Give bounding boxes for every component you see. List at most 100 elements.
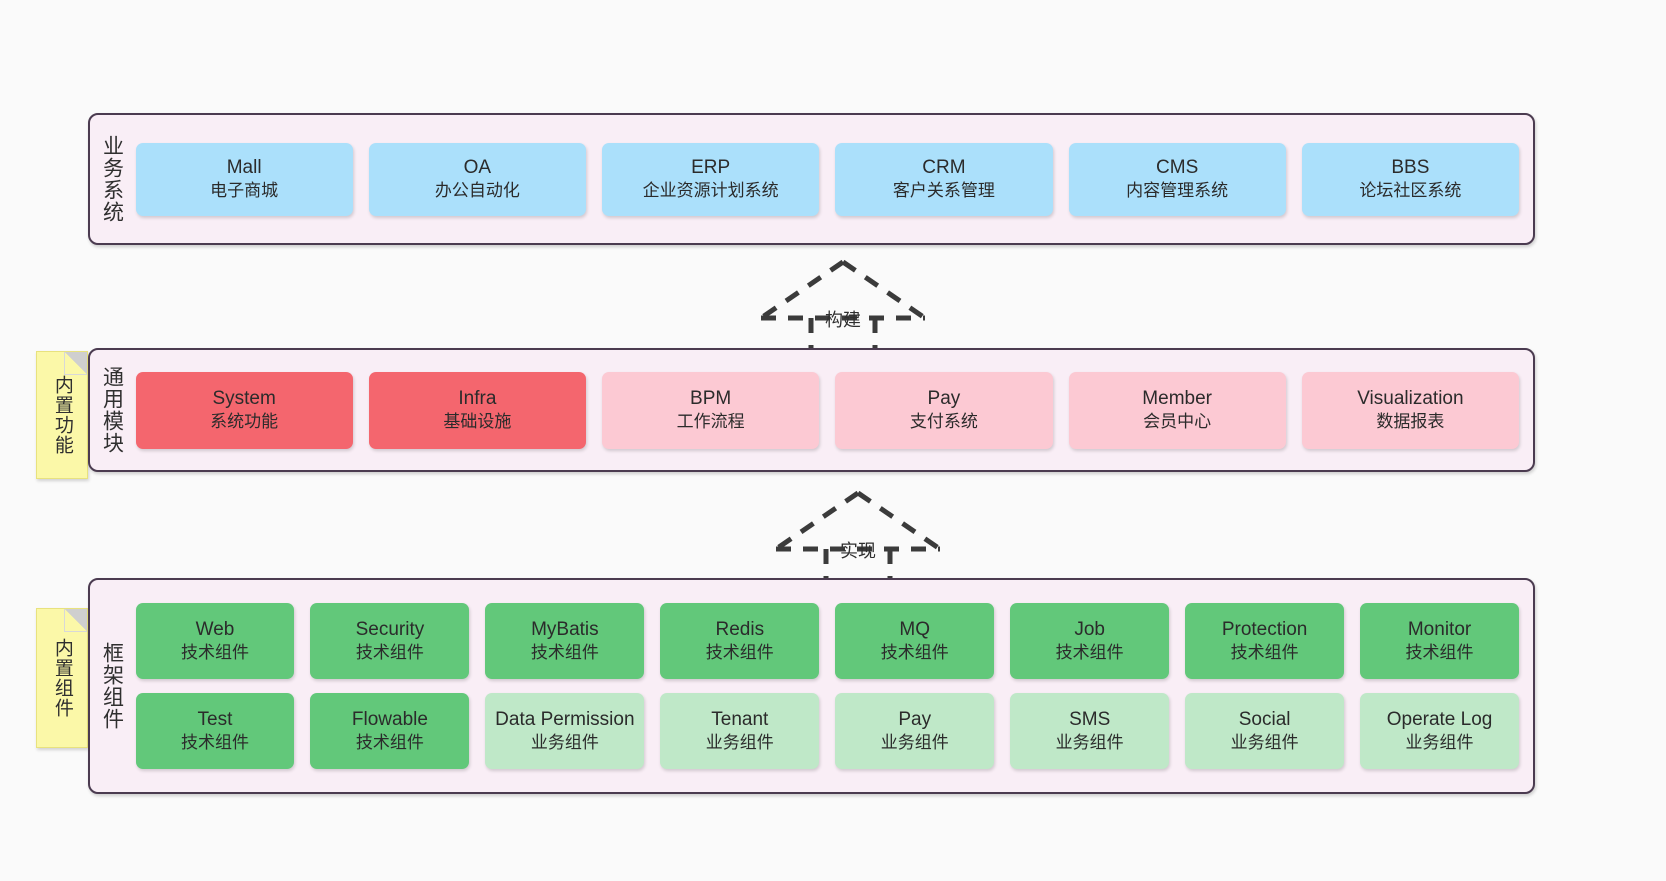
box-bbs[interactable]: BBS 论坛社区系统 <box>1301 142 1520 216</box>
box-row: System 系统功能 Infra 基础设施 BPM 工作流程 Pay 支付系统… <box>135 371 1520 449</box>
layer-title-business: 业务系统 <box>100 135 124 223</box>
box-subtitle: 支付系统 <box>909 412 978 432</box>
box-cms[interactable]: CMS 内容管理系统 <box>1068 142 1286 216</box>
box-title: Infra <box>458 387 497 409</box>
box-subtitle: 技术组件 <box>180 643 249 663</box>
box-pay[interactable]: Pay 支付系统 <box>835 371 1053 449</box>
box-sms[interactable]: SMS 业务组件 <box>1010 693 1170 769</box>
box-title: ERP <box>691 156 731 178</box>
box-title: Test <box>197 708 233 730</box>
note-label: 内置组件 <box>51 638 73 718</box>
box-pay-business[interactable]: Pay 业务组件 <box>835 693 995 769</box>
layer-business-system[interactable]: 业务系统 Mall 电子商城 OA 办公自动化 ERP 企业资源计划系统 CRM… <box>88 113 1535 245</box>
box-subtitle: 技术组件 <box>530 643 599 663</box>
connector-realize-arrow: 实现 <box>768 487 948 588</box>
box-title: Social <box>1238 708 1291 730</box>
box-data-permission[interactable]: Data Permission 业务组件 <box>485 693 645 769</box>
box-title: Tenant <box>711 708 769 730</box>
box-mq[interactable]: MQ 技术组件 <box>835 603 995 679</box>
layer-common-module[interactable]: 通用模块 System 系统功能 Infra 基础设施 BPM 工作流程 Pay… <box>88 348 1535 472</box>
box-subtitle: 数据报表 <box>1376 412 1445 432</box>
box-subtitle: 技术组件 <box>880 643 949 663</box>
box-oa[interactable]: OA 办公自动化 <box>368 142 587 216</box>
box-protection[interactable]: Protection 技术组件 <box>1185 603 1345 679</box>
layer-title-framework: 框架组件 <box>100 642 124 730</box>
connector-label-build: 构建 <box>825 310 861 330</box>
box-title: Security <box>355 618 425 640</box>
box-visualization[interactable]: Visualization 数据报表 <box>1301 371 1520 449</box>
box-subtitle: 基础设施 <box>443 412 512 432</box>
box-row: Test 技术组件 Flowable 技术组件 Data Permission … <box>135 693 1520 769</box>
box-title: MQ <box>899 618 931 640</box>
note-fold-corner-icon <box>64 609 87 632</box>
box-subtitle: 工作流程 <box>676 412 745 432</box>
connector-build-arrow: 构建 <box>753 256 933 357</box>
box-title: Job <box>1074 618 1105 640</box>
box-subtitle: 业务组件 <box>1405 733 1474 753</box>
layer-body-framework: Web 技术组件 Security 技术组件 MyBatis 技术组件 Redi… <box>128 580 1533 792</box>
box-title: Operate Log <box>1386 708 1493 730</box>
box-title: Flowable <box>351 708 428 730</box>
box-subtitle: 技术组件 <box>1230 643 1299 663</box>
box-subtitle: 业务组件 <box>1230 733 1299 753</box>
note-label: 内置功能 <box>51 375 73 455</box>
note-builtin-component[interactable]: 内置组件 <box>36 608 88 748</box>
box-tenant[interactable]: Tenant 业务组件 <box>660 693 820 769</box>
layer-title-common: 通用模块 <box>100 366 124 454</box>
box-title: BPM <box>690 387 732 409</box>
box-member[interactable]: Member 会员中心 <box>1068 371 1286 449</box>
layer-body-business: Mall 电子商城 OA 办公自动化 ERP 企业资源计划系统 CRM 客户关系… <box>128 115 1533 243</box>
box-title: CRM <box>922 156 966 178</box>
note-builtin-function[interactable]: 内置功能 <box>36 351 88 479</box>
box-title: Data Permission <box>495 708 635 730</box>
box-subtitle: 企业资源计划系统 <box>642 181 779 201</box>
box-subtitle: 技术组件 <box>1405 643 1474 663</box>
box-subtitle: 客户关系管理 <box>892 181 995 201</box>
box-job[interactable]: Job 技术组件 <box>1010 603 1170 679</box>
box-web[interactable]: Web 技术组件 <box>135 603 295 679</box>
box-row: Web 技术组件 Security 技术组件 MyBatis 技术组件 Redi… <box>135 603 1520 679</box>
box-title: MyBatis <box>531 618 599 640</box>
box-security[interactable]: Security 技术组件 <box>310 603 470 679</box>
box-redis[interactable]: Redis 技术组件 <box>660 603 820 679</box>
box-title: System <box>212 387 276 409</box>
box-mybatis[interactable]: MyBatis 技术组件 <box>485 603 645 679</box>
box-title: SMS <box>1069 708 1111 730</box>
box-monitor[interactable]: Monitor 技术组件 <box>1360 603 1520 679</box>
note-fold-corner-icon <box>64 352 87 375</box>
box-subtitle: 论坛社区系统 <box>1359 181 1462 201</box>
box-system[interactable]: System 系统功能 <box>135 371 353 449</box>
box-crm[interactable]: CRM 客户关系管理 <box>835 142 1053 216</box>
box-erp[interactable]: ERP 企业资源计划系统 <box>602 142 820 216</box>
layer-framework-component[interactable]: 框架组件 Web 技术组件 Security 技术组件 MyBatis 技术组件… <box>88 578 1535 794</box>
box-subtitle: 电子商城 <box>210 181 279 201</box>
layer-body-common: System 系统功能 Infra 基础设施 BPM 工作流程 Pay 支付系统… <box>128 350 1533 470</box>
box-row: Mall 电子商城 OA 办公自动化 ERP 企业资源计划系统 CRM 客户关系… <box>135 142 1520 216</box>
box-title: Monitor <box>1407 618 1472 640</box>
connector-label-realize: 实现 <box>840 541 876 561</box>
box-title: Member <box>1142 387 1212 409</box>
box-operate-log[interactable]: Operate Log 业务组件 <box>1360 693 1520 769</box>
box-subtitle: 会员中心 <box>1143 412 1212 432</box>
box-infra[interactable]: Infra 基础设施 <box>368 371 587 449</box>
box-bpm[interactable]: BPM 工作流程 <box>602 371 820 449</box>
box-subtitle: 技术组件 <box>355 643 424 663</box>
box-subtitle: 业务组件 <box>530 733 599 753</box>
box-subtitle: 业务组件 <box>880 733 949 753</box>
box-subtitle: 技术组件 <box>1055 643 1124 663</box>
box-title: Protection <box>1221 618 1308 640</box>
box-title: Pay <box>927 387 961 409</box>
box-subtitle: 业务组件 <box>705 733 774 753</box>
box-flowable[interactable]: Flowable 技术组件 <box>310 693 470 769</box>
box-social[interactable]: Social 业务组件 <box>1185 693 1345 769</box>
box-subtitle: 系统功能 <box>210 412 279 432</box>
box-title: CMS <box>1156 156 1199 178</box>
box-subtitle: 技术组件 <box>355 733 424 753</box>
box-title: Redis <box>715 618 765 640</box>
box-title: Web <box>195 618 235 640</box>
box-mall[interactable]: Mall 电子商城 <box>135 142 353 216</box>
box-title: Pay <box>898 708 932 730</box>
box-title: Visualization <box>1357 387 1464 409</box>
box-title: BBS <box>1391 156 1430 178</box>
box-test[interactable]: Test 技术组件 <box>135 693 295 769</box>
